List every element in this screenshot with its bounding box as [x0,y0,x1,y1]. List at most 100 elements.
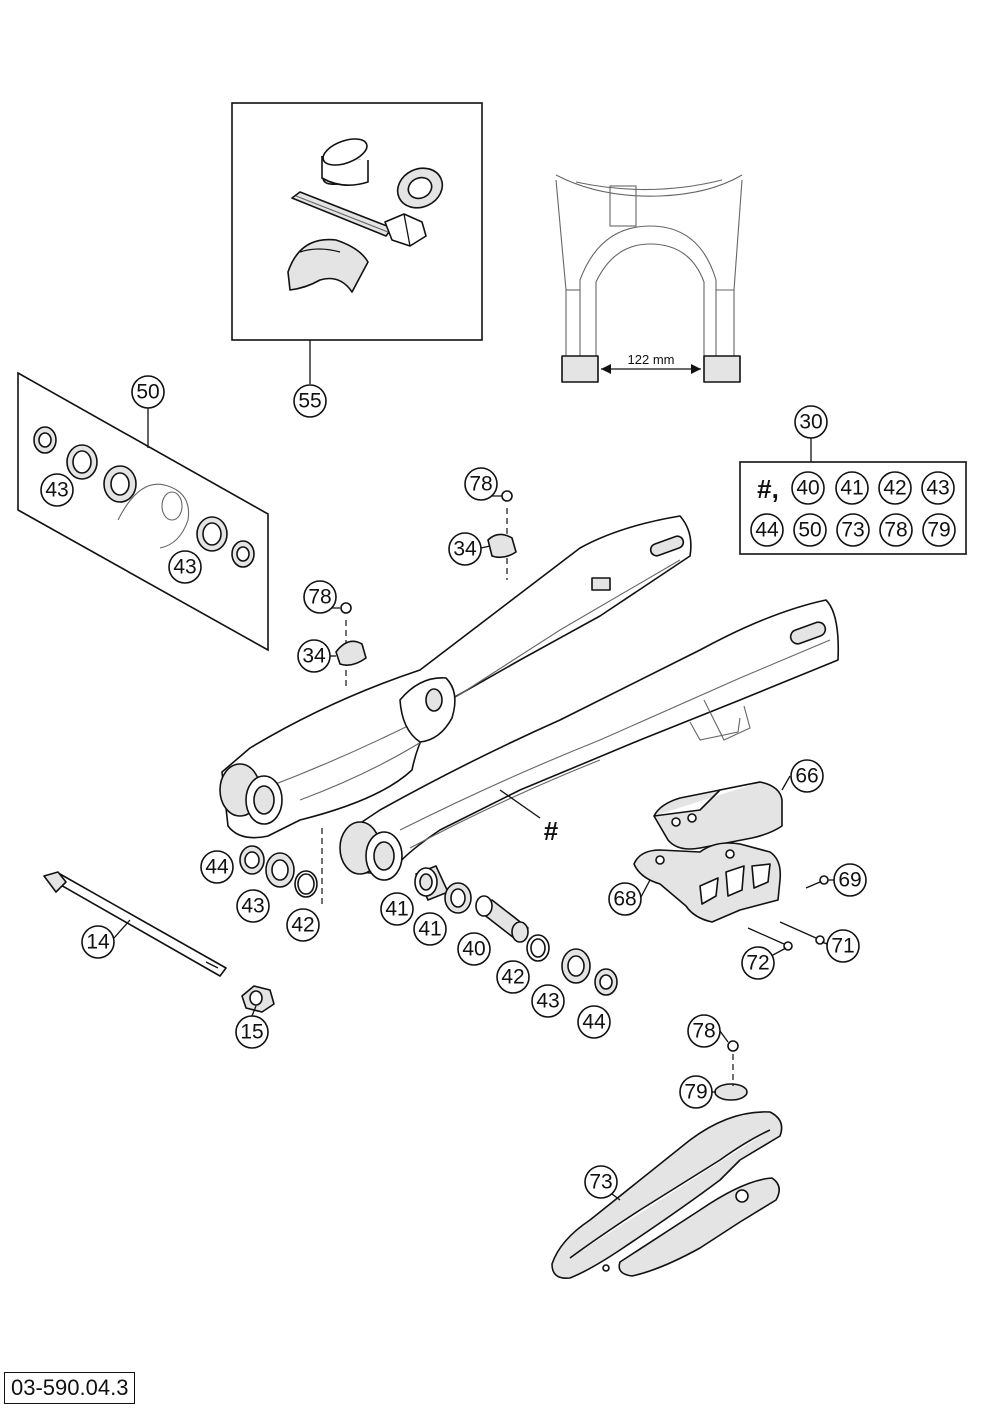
chain-guide [633,842,782,923]
document-code: 03-590.04.3 [4,1372,136,1404]
axle-nut [241,985,275,1013]
svg-text:43: 43 [926,477,949,500]
callout-44: 44 [200,850,234,884]
svg-text:72: 72 [746,952,769,975]
svg-text:78: 78 [884,519,907,542]
chain-slider-fastening [714,1040,748,1101]
svg-text:40: 40 [796,477,819,500]
bearing-kit-panel [17,371,269,652]
swingarm-hash-label: # [544,816,559,846]
pivot-kit-shell [287,238,369,293]
svg-text:73: 73 [841,519,864,542]
kit-30-item-42: 42 [878,471,912,505]
callout-43: 43 [531,984,565,1018]
bearing-kit-seal-left [33,426,57,454]
svg-text:79: 79 [684,1081,707,1104]
callout-41: 41 [413,912,447,946]
svg-text:43: 43 [241,895,264,918]
svg-text:78: 78 [308,586,331,609]
callout-73: 73 [584,1165,618,1199]
callout-43: 43 [40,473,74,507]
svg-text:73: 73 [589,1171,612,1194]
callout-34: 34 [448,532,482,566]
svg-text:41: 41 [418,918,441,941]
pivot-kit-bearing [396,167,444,209]
kit-30-item-79: 79 [922,513,956,547]
callout-14: 14 [81,925,115,959]
svg-text:34: 34 [453,538,477,561]
frame-detail: 122 mm [555,174,743,383]
callout-72: 72 [741,946,775,980]
bearing-kit-seal-right [231,540,255,568]
callout-50: 50 [131,375,165,409]
left-bearing-stack [239,828,323,904]
svg-text:44: 44 [755,519,779,542]
kit-30-item-40: 40 [791,471,825,505]
kit-30-item-73: 73 [836,513,870,547]
pivot-kit-bolt [291,191,427,247]
svg-text:14: 14 [86,931,110,954]
callout-71: 71 [826,929,860,963]
bearing-kit-sleeve [103,465,137,503]
svg-text:42: 42 [501,966,524,989]
callout-42: 42 [496,960,530,994]
svg-text:71: 71 [831,935,854,958]
callout-78: 78 [687,1014,721,1048]
svg-text:50: 50 [136,381,159,404]
callout-30: 5530 [794,405,828,439]
svg-text:41: 41 [840,477,863,500]
callout-41: 41 [380,892,414,926]
svg-text:50: 50 [798,519,821,542]
right-bearing-stack [414,865,618,996]
chain-clip-upper [487,490,517,580]
svg-text:43: 43 [536,990,559,1013]
svg-text:34: 34 [302,645,326,668]
svg-text:43: 43 [45,479,68,502]
svg-text:66: 66 [795,765,818,788]
callout-69: 69 [833,863,867,897]
dimension-label: 122 mm [628,352,675,367]
svg-text:41: 41 [385,898,408,921]
svg-text:15: 15 [240,1021,263,1044]
kit-hash-label: #, [757,474,779,504]
svg-text:42: 42 [291,914,314,937]
kit-30-item-44: 44 [750,513,784,547]
bearing-kit-bearing-right [196,516,228,552]
svg-text:79: 79 [927,519,950,542]
svg-text:69: 69 [838,869,861,892]
svg-text:68: 68 [613,888,636,911]
callout-42: 42 [286,908,320,942]
svg-text:44: 44 [205,856,229,879]
svg-text:55: 55 [298,390,321,413]
callout-68: 68 [608,882,642,916]
kit-30-item-43: 43 [921,471,955,505]
callout-78: 78 [464,467,498,501]
kit-30-item-41: 41 [835,471,869,505]
callout-78: 78 [303,580,337,614]
svg-text:44: 44 [582,1011,606,1034]
chain-clip-lower [335,602,367,690]
svg-text:43: 43 [173,556,196,579]
svg-text:78: 78 [692,1020,715,1043]
spacer-sleeve [475,895,529,943]
svg-text:40: 40 [462,938,485,961]
svg-text:42: 42 [883,477,906,500]
swingarm [219,515,840,881]
swingarm-chain-slider [551,1111,783,1280]
callout-44: 44 [577,1005,611,1039]
bearing-kit-bearing-left [66,444,98,480]
needle-bearing-2 [444,882,472,914]
callout-66: 66 [790,759,824,793]
chain-slider [653,781,783,850]
pivot-kit-box [231,102,483,341]
kit-30-item-78: 78 [879,513,913,547]
kit-30-item-50: 50 [793,513,827,547]
callout-40: 40 [457,932,491,966]
callout-79: 79 [679,1075,713,1109]
callout-43: 43 [168,550,202,584]
callout-15: 15 [235,1015,269,1049]
pivot-kit-bushing [321,138,369,186]
callout-43: 43 [236,889,270,923]
svg-text:30: 30 [799,411,822,434]
